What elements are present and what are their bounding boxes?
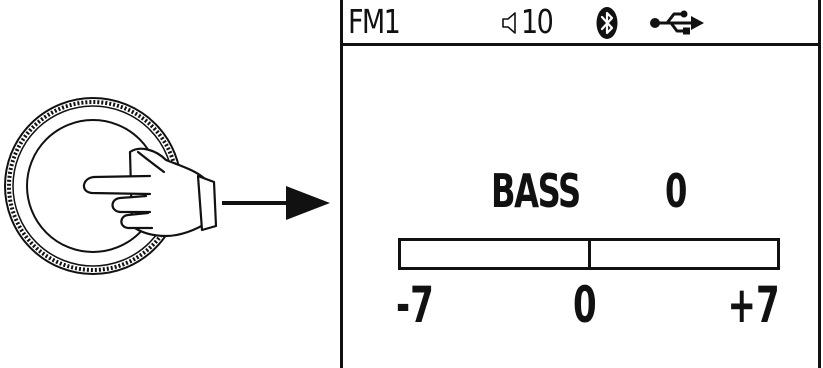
bluetooth-icon [596, 7, 618, 39]
usb-icon [650, 10, 704, 35]
scale-mid-label: 0 [573, 276, 597, 334]
pointing-hand-icon [82, 147, 218, 238]
setting-value: 0 [665, 164, 688, 218]
level-marker [588, 241, 591, 267]
source-label: FM1 [348, 2, 401, 41]
level-bar [398, 238, 780, 270]
speaker-icon [502, 12, 516, 34]
scale-max-label: +7 [727, 276, 780, 334]
volume-value: 10 [521, 2, 554, 41]
knob-press-illustration [4, 97, 330, 275]
scale-min-label: -7 [396, 276, 434, 334]
arrow-right-icon [222, 186, 330, 220]
display-screen: FM1 10 BASS 0 -7 0 +7 [340, 0, 821, 368]
setting-label: BASS [491, 164, 581, 218]
status-bar: FM1 10 [343, 0, 818, 46]
